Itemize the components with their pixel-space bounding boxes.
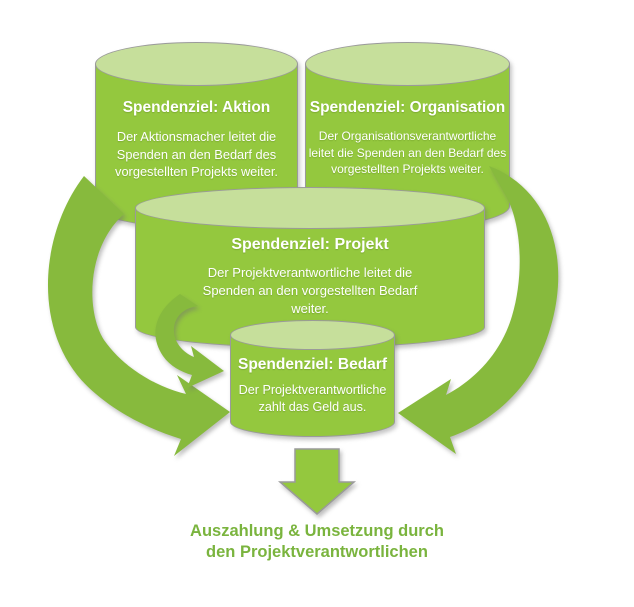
- caption-line-1: Auszahlung & Umsetzung durch: [190, 522, 444, 540]
- cylinder-bedarf-content: Spendenziel: Bedarf Der Projektverantwor…: [230, 350, 395, 422]
- cylinder-bedarf-body: [230, 335, 395, 437]
- down-arrow: [277, 448, 357, 515]
- cylinder-aktion: Spendenziel: Aktion Der Aktionsmacher le…: [95, 42, 298, 228]
- cylinder-aktion-top-ellipse: [95, 42, 298, 86]
- cylinder-aktion-title: Spendenziel: Aktion: [122, 99, 271, 116]
- cylinder-projekt-content: Spendenziel: Projekt Der Projektverantwo…: [139, 229, 481, 327]
- cylinder-projekt-title: Spendenziel: Projekt: [231, 236, 389, 253]
- cylinder-projekt-text: Der Projektverantwortliche leitet die Sp…: [202, 265, 418, 316]
- cylinder-organisation: Spendenziel: Organisation Der Organisati…: [305, 42, 510, 228]
- caption-line-2: den Projektverantwortlichen: [206, 543, 428, 561]
- cylinder-organisation-top-ellipse: [305, 42, 510, 86]
- cylinder-bedarf: Spendenziel: Bedarf Der Projektverantwor…: [230, 320, 395, 437]
- cylinder-organisation-content: Spendenziel: Organisation Der Organisati…: [305, 86, 510, 206]
- cylinder-aktion-text: Der Aktionsmacher leitet die Spenden an …: [115, 129, 278, 180]
- cylinder-bedarf-top-ellipse: [230, 320, 395, 350]
- cylinder-organisation-title: Spendenziel: Organisation: [309, 99, 506, 116]
- cylinder-bedarf-title: Spendenziel: Bedarf: [238, 356, 387, 373]
- cylinder-organisation-text: Der Organisationsverantwortliche leitet …: [308, 129, 507, 177]
- cylinder-projekt-top-ellipse: [135, 187, 485, 229]
- cylinder-aktion-content: Spendenziel: Aktion Der Aktionsmacher le…: [99, 86, 294, 206]
- caption: Auszahlung & Umsetzung durch den Projekt…: [0, 521, 634, 563]
- cylinder-bedarf-text: Der Projektverantwortliche zahlt das Gel…: [238, 383, 387, 415]
